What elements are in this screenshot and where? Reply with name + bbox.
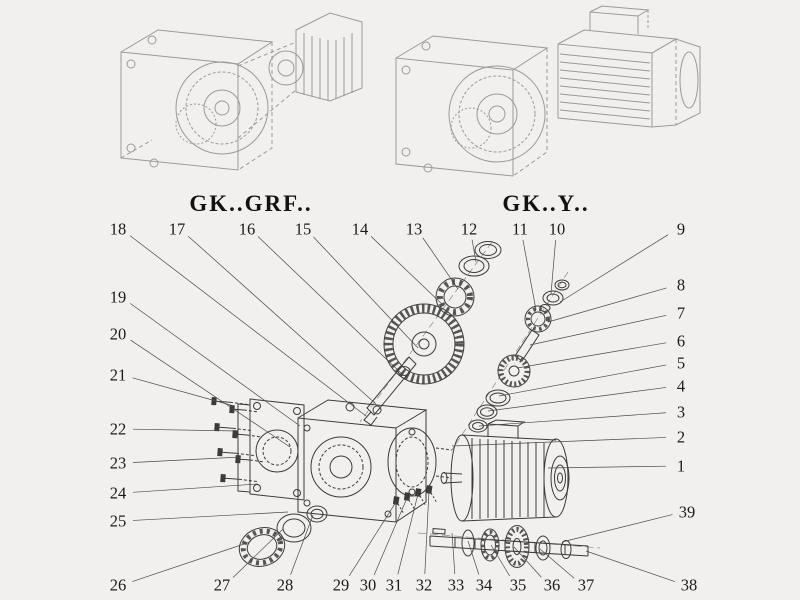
output-shaft-assembly bbox=[429, 525, 589, 568]
gearbox-y-drawing bbox=[395, 5, 701, 177]
part-number-8: 8 bbox=[677, 276, 685, 295]
leader-line-36 bbox=[513, 546, 542, 578]
part-number-17: 17 bbox=[169, 220, 186, 239]
part-number-15: 15 bbox=[295, 220, 312, 239]
leader-line-27 bbox=[232, 528, 284, 578]
leader-line-5 bbox=[498, 364, 667, 397]
leader-line-3 bbox=[478, 412, 667, 427]
leader-line-10 bbox=[550, 239, 556, 295]
part-number-25: 25 bbox=[110, 512, 127, 531]
leader-line-24 bbox=[132, 483, 259, 493]
leader-line-37 bbox=[539, 548, 575, 579]
leader-line-30 bbox=[373, 497, 408, 576]
part-number-26: 26 bbox=[110, 576, 127, 595]
leader-line-34 bbox=[467, 540, 480, 575]
part-number-9: 9 bbox=[677, 220, 685, 239]
leader-line-31 bbox=[397, 493, 419, 575]
part-number-35: 35 bbox=[510, 576, 527, 595]
cover-plates-and-bolts bbox=[211, 396, 305, 501]
part-number-23: 23 bbox=[110, 454, 127, 473]
part-number-18: 18 bbox=[110, 220, 127, 239]
input-gear-assembly bbox=[363, 303, 465, 426]
leader-line-22 bbox=[132, 428, 239, 432]
motor bbox=[440, 419, 570, 522]
part-number-12: 12 bbox=[461, 220, 478, 239]
output-bearing-rings bbox=[238, 505, 328, 567]
leader-line-11 bbox=[522, 239, 537, 311]
leader-line-18 bbox=[129, 235, 367, 417]
leader-line-4 bbox=[487, 387, 667, 412]
leader-line-16 bbox=[257, 236, 405, 377]
part-number-7: 7 bbox=[677, 304, 685, 323]
part-number-34: 34 bbox=[476, 576, 493, 595]
leader-line-9 bbox=[559, 234, 669, 303]
part-number-3: 3 bbox=[677, 403, 685, 422]
part-number-30: 30 bbox=[360, 576, 377, 595]
part-number-16: 16 bbox=[239, 220, 256, 239]
bolt bbox=[217, 447, 254, 457]
part-number-6: 6 bbox=[677, 332, 685, 351]
leader-line-20 bbox=[130, 339, 291, 448]
leader-line-39 bbox=[561, 514, 673, 543]
leader-line-14 bbox=[370, 236, 445, 307]
part-number-19: 19 bbox=[110, 288, 127, 307]
part-number-5: 5 bbox=[677, 354, 685, 373]
part-number-36: 36 bbox=[544, 576, 561, 595]
leader-line-35 bbox=[490, 544, 510, 577]
leader-line-28 bbox=[290, 514, 314, 575]
part-number-11: 11 bbox=[512, 220, 528, 239]
part-number-4: 4 bbox=[677, 377, 685, 396]
gear-housing bbox=[297, 399, 453, 523]
exploded-view-drawing bbox=[211, 241, 601, 568]
part-number-28: 28 bbox=[277, 576, 294, 595]
part-number-20: 20 bbox=[110, 325, 127, 344]
leader-line-19 bbox=[130, 303, 301, 427]
part-number-33: 33 bbox=[448, 576, 465, 595]
leader-line-13 bbox=[422, 237, 459, 290]
leader-line-23 bbox=[132, 456, 242, 463]
part-number-31: 31 bbox=[386, 576, 403, 595]
bolt bbox=[220, 473, 257, 483]
leader-line-17 bbox=[188, 236, 377, 405]
motor-drawing-top bbox=[557, 5, 701, 128]
part-number-39: 39 bbox=[679, 503, 696, 522]
leader-line-38 bbox=[585, 550, 675, 582]
part-number-1: 1 bbox=[677, 457, 685, 476]
leader-line-8 bbox=[547, 287, 667, 323]
leader-line-6 bbox=[516, 342, 667, 369]
leader-line-21 bbox=[132, 377, 235, 407]
model-title-grf: GK..GRF.. bbox=[189, 191, 312, 216]
leader-line-1 bbox=[547, 465, 667, 469]
part-number-24: 24 bbox=[110, 484, 127, 503]
input-flange-ribs bbox=[295, 12, 363, 102]
flange-screws bbox=[392, 485, 438, 515]
leader-line-7 bbox=[529, 314, 667, 346]
gearbox-grf-drawing bbox=[120, 12, 363, 171]
part-number-38: 38 bbox=[681, 576, 698, 595]
leader-line-29 bbox=[348, 501, 397, 577]
leader-line-2 bbox=[451, 437, 667, 447]
part-number-27: 27 bbox=[214, 576, 231, 595]
part-number-13: 13 bbox=[406, 220, 423, 239]
leader-line-32 bbox=[424, 490, 430, 575]
part-number-2: 2 bbox=[677, 428, 685, 447]
part-number-37: 37 bbox=[578, 576, 595, 595]
part-number-29: 29 bbox=[333, 576, 350, 595]
input-bearing-and-seals bbox=[435, 241, 502, 317]
leader-line-25 bbox=[132, 511, 289, 521]
part-number-32: 32 bbox=[416, 576, 433, 595]
leader-line-12 bbox=[471, 239, 477, 263]
model-title-y: GK..Y.. bbox=[502, 191, 589, 216]
leader-line-33 bbox=[451, 532, 456, 575]
part-number-10: 10 bbox=[549, 220, 566, 239]
leader-line-26 bbox=[132, 541, 251, 582]
leader-line-15 bbox=[313, 236, 419, 349]
part-number-21: 21 bbox=[110, 366, 127, 385]
part-number-14: 14 bbox=[352, 220, 369, 239]
part-number-22: 22 bbox=[110, 420, 127, 439]
bolt bbox=[232, 429, 261, 439]
bevel-pinion-assembly bbox=[468, 279, 570, 433]
